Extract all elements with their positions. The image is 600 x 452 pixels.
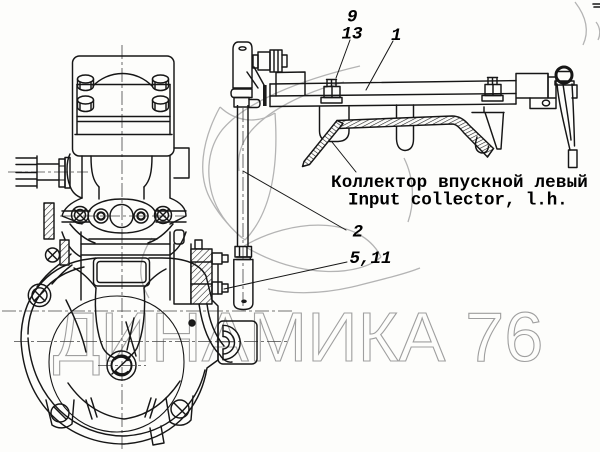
svg-text:ДИНАМИКА 76: ДИНАМИКА 76 <box>53 298 544 376</box>
svg-text:13: 13 <box>342 25 364 45</box>
svg-text:9: 9 <box>347 8 358 28</box>
svg-text:Коллектор впускной левый: Коллектор впускной левый <box>331 173 588 193</box>
svg-text:1: 1 <box>391 26 402 46</box>
svg-text:Input collector, l.h.: Input collector, l.h. <box>348 191 568 211</box>
svg-text:5,11: 5,11 <box>350 249 392 269</box>
svg-text:2: 2 <box>353 223 364 243</box>
